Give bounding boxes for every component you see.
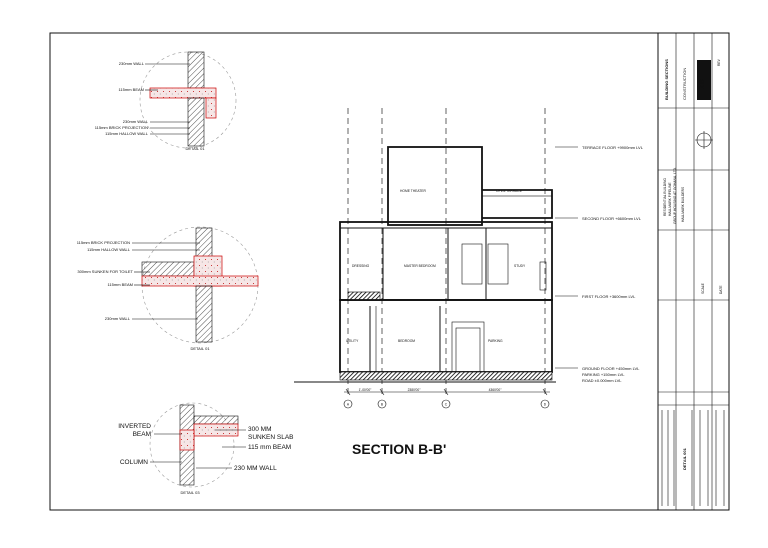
section-title: SECTION B-B' bbox=[352, 441, 446, 457]
dimension-text: 4360'00" bbox=[489, 388, 503, 392]
room-dressing: DRESSING bbox=[352, 264, 370, 268]
detail-caption: DETAIL 03 bbox=[180, 490, 200, 495]
wall-hatch bbox=[187, 51, 205, 89]
label-beam: 115 mm BEAM bbox=[248, 444, 291, 451]
room-open-terrace: OPEN TERRACE bbox=[496, 189, 523, 193]
grid-bubble bbox=[441, 399, 451, 409]
label-column: COLUMN bbox=[120, 459, 148, 466]
detail-circle bbox=[149, 402, 235, 488]
label-inverted-beam-2: BEAM bbox=[133, 431, 151, 438]
label-sunken-1: 300 MM bbox=[248, 426, 271, 433]
grid-label: C bbox=[445, 403, 448, 407]
client-name: HALLMARK BUILDERS bbox=[681, 186, 685, 222]
dimension-text: 2380'00" bbox=[408, 388, 422, 392]
beam-concrete bbox=[149, 87, 217, 99]
detail-01-top: 230mm WALL 115mm BEAM 230mm WALL 115mm B… bbox=[95, 51, 237, 151]
room-study: STUDY bbox=[514, 264, 526, 268]
logo-mark bbox=[697, 60, 711, 100]
notes-heading: DETAIL 001 bbox=[682, 447, 687, 470]
label-hollow-wall: 115mm HALLOW WALL bbox=[105, 131, 149, 136]
label-sunken-2: SUNKEN SLAB bbox=[248, 434, 294, 441]
level-road: ROAD ±0.000mm LVL bbox=[582, 378, 622, 383]
door bbox=[451, 321, 485, 373]
date-label: DATE bbox=[719, 285, 723, 294]
logo-text: ZB bbox=[699, 79, 706, 88]
grid-label: B bbox=[381, 403, 384, 407]
open-terrace bbox=[481, 195, 553, 219]
detail-03: INVERTED BEAM 300 MM SUNKEN SLAB 115 mm … bbox=[118, 402, 294, 495]
door bbox=[455, 327, 481, 373]
project-line-2: HALLMARK PIPELINE bbox=[668, 182, 672, 216]
sunken-slab-hatch bbox=[193, 415, 239, 425]
label-brick-projection: 115mm BRICK PROJECTION bbox=[77, 240, 130, 245]
detail-01-middle: 115mm BRICK PROJECTION 115mm HALLOW WALL… bbox=[77, 226, 259, 351]
level-parking: PARKING +150mm LVL bbox=[582, 372, 625, 377]
detail-circle bbox=[139, 51, 237, 149]
door bbox=[461, 243, 483, 285]
dimension-text: 1'-00'00" bbox=[359, 388, 373, 392]
detail-caption: DETAIL 01 bbox=[190, 346, 210, 351]
section-drawing: HOME THEATER OPEN TERRACE DRESSING MASTE… bbox=[294, 108, 644, 457]
title-block: ZB BUILDING SECTIONS CONSTRUCTION RESIDE… bbox=[657, 32, 730, 511]
room-master-bedroom: MASTER BEDROOM bbox=[404, 264, 436, 268]
label-inverted-beam-1: INVERTED bbox=[118, 423, 151, 430]
grid-label: D bbox=[544, 403, 547, 407]
sheet-title: BUILDING SECTIONS bbox=[664, 59, 669, 100]
label-wall: 230mm WALL bbox=[105, 316, 131, 321]
level-terrace: TERRACE FLOOR +9900mm LVL bbox=[582, 145, 644, 150]
window bbox=[539, 261, 547, 291]
label-wall-top: 230mm WALL bbox=[119, 61, 145, 66]
plinth bbox=[339, 371, 553, 381]
room-bedroom: BEDROOM bbox=[398, 339, 415, 343]
project-line-3: GROUP HOUSING AT GOHANA, LTD. bbox=[673, 167, 677, 224]
slab-concrete bbox=[141, 275, 259, 287]
open-terrace-parapet bbox=[482, 189, 553, 219]
door bbox=[487, 243, 509, 285]
room-home-theater: HOME THEATER bbox=[400, 189, 427, 193]
wall-hatch-lower bbox=[187, 97, 205, 147]
scale-label: SCALE bbox=[701, 282, 705, 294]
wall-hatch-lower bbox=[195, 285, 213, 343]
room-utility: UTILITY bbox=[346, 339, 359, 343]
label-beam: 115mm BEAM bbox=[119, 87, 145, 92]
level-ground: GROUND FLOOR +450mm LVL bbox=[582, 366, 640, 371]
room-parking: PARKING bbox=[488, 339, 503, 343]
status: CONSTRUCTION bbox=[682, 68, 687, 100]
label-brick-projection: 115mm BRICK PROJECTION bbox=[95, 125, 148, 130]
sunken-slab-hatch bbox=[141, 261, 195, 277]
level-first: FIRST FLOOR +3600mm LVL bbox=[582, 294, 636, 299]
project-line-1: RESIDENTIAL BUILDING bbox=[663, 178, 667, 216]
second-floor-block bbox=[387, 146, 483, 226]
detail-caption: DETAIL 01 bbox=[185, 146, 205, 151]
sunken-slab bbox=[347, 291, 381, 301]
label-hollow-wall: 115mm HALLOW WALL bbox=[87, 247, 131, 252]
level-second: SECOND FLOOR +6600mm LVL bbox=[582, 216, 642, 221]
beam-drop bbox=[205, 97, 217, 119]
grid-bubble bbox=[540, 399, 550, 409]
label-wall-bottom: 230mm WALL bbox=[123, 119, 149, 124]
label-wall: 230 MM WALL bbox=[234, 465, 277, 472]
label-sunken: 300mm SUNKEN FOR TOILET bbox=[77, 269, 133, 274]
rev-label: REV bbox=[717, 58, 721, 66]
grid-bubble bbox=[343, 399, 353, 409]
label-beam: 115mm BEAM bbox=[108, 282, 134, 287]
inverted-beam bbox=[179, 429, 195, 451]
grid-bubble bbox=[377, 399, 387, 409]
grid-label: A bbox=[347, 403, 350, 407]
